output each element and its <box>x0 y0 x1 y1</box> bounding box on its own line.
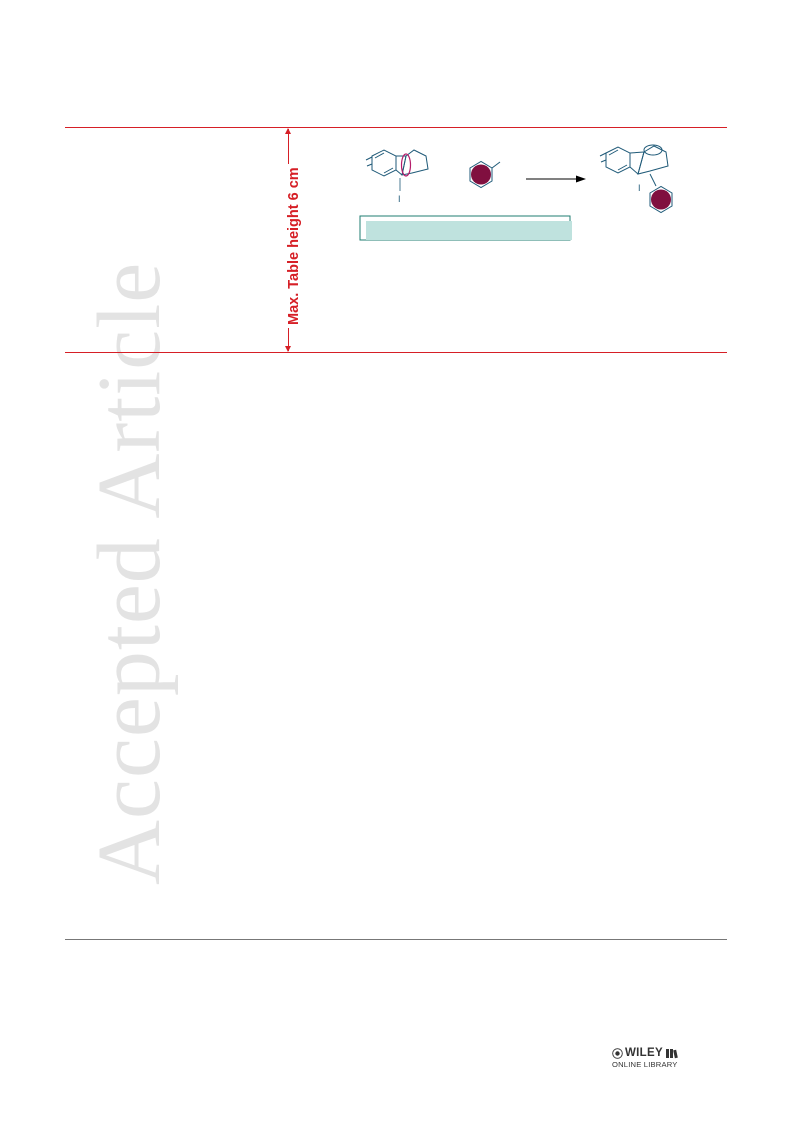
iodine-label-right: I <box>638 183 641 193</box>
product-bond-highlight <box>643 144 663 156</box>
books-icon <box>665 1048 678 1058</box>
accepted-article-watermark: Accepted Article <box>80 261 179 885</box>
wiley-online-library-logo: WILEY ONLINE LIBRARY <box>612 1047 702 1077</box>
reaction-scheme: I I <box>359 144 673 241</box>
conditions-box <box>359 215 572 241</box>
max-table-height-label: Max. Table height 6 cm <box>286 164 302 328</box>
indanyl-iodane-structure <box>365 149 429 177</box>
footer-rule <box>65 939 727 940</box>
wiley-seal-icon <box>612 1047 623 1059</box>
aryl-reagent-structure <box>469 160 501 189</box>
product-aryl-group <box>649 173 673 214</box>
online-library-label: ONLINE LIBRARY <box>612 1060 678 1069</box>
bottom-rule <box>65 352 727 353</box>
top-rule <box>65 127 727 128</box>
reactive-bond-highlight <box>400 153 412 177</box>
iodine-label-left: I <box>398 194 401 204</box>
arrow-down-icon <box>285 346 291 352</box>
reaction-arrow <box>526 175 586 183</box>
product-structure <box>599 145 669 175</box>
arrow-up-icon <box>285 128 291 134</box>
wiley-wordmark: WILEY <box>625 1047 663 1059</box>
